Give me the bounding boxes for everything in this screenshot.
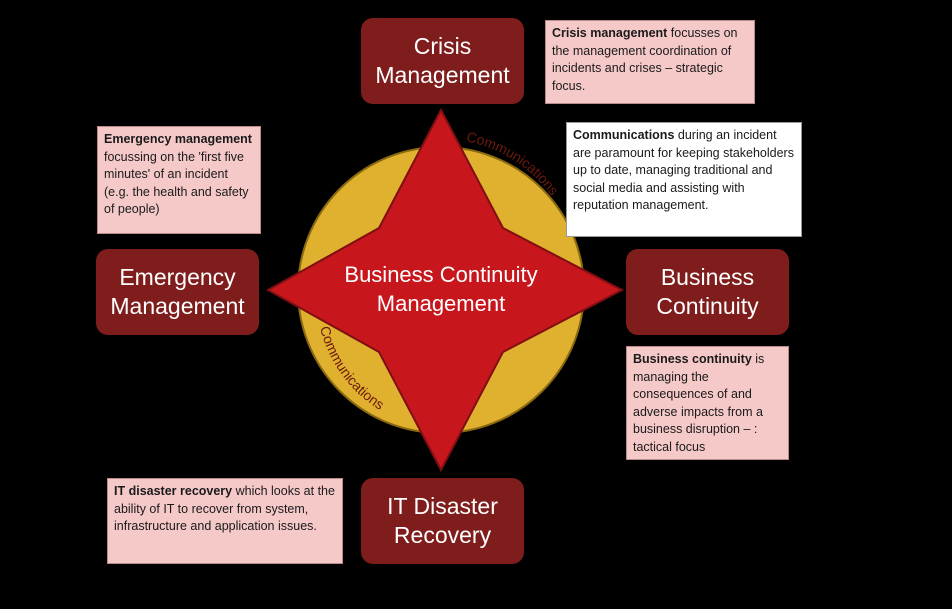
node-business-continuity: Business Continuity	[626, 249, 789, 335]
note-communications: Communications during an incident are pa…	[566, 122, 802, 237]
node-it-disaster-recovery-label: IT Disaster Recovery	[387, 493, 498, 548]
note-it-disaster-recovery-text: which looks at the ability of IT to reco…	[114, 484, 335, 533]
center-label-business-continuity-management: Business Continuity Management	[344, 262, 538, 316]
note-business-continuity-text: is managing the consequences of and adve…	[633, 352, 765, 454]
note-business-continuity-title: Business continuity	[633, 352, 752, 366]
node-it-disaster-recovery: IT Disaster Recovery	[361, 478, 524, 564]
node-emergency-management: Emergency Management	[96, 249, 259, 335]
compass-star	[265, 107, 625, 473]
note-emergency-management: Emergency management focussing on the 'f…	[97, 126, 261, 234]
note-crisis-management-text: focusses on the management coordination …	[552, 26, 738, 93]
note-communications-title: Communications	[573, 128, 675, 142]
note-emergency-management-title: Emergency management	[104, 132, 252, 146]
note-crisis-management-title: Crisis management	[552, 26, 668, 40]
note-emergency-management-text: focussing on the 'first five minutes' of…	[104, 149, 249, 217]
note-it-disaster-recovery: IT disaster recovery which looks at the …	[107, 478, 343, 564]
note-communications-text: during an incident are paramount for kee…	[573, 128, 794, 212]
node-emergency-management-label: Emergency Management	[110, 264, 245, 319]
node-crisis-management: Crisis Management	[361, 18, 524, 104]
note-crisis-management: Crisis management focusses on the manage…	[545, 20, 755, 104]
note-business-continuity: Business continuity is managing the cons…	[626, 346, 789, 460]
node-crisis-management-label: Crisis Management	[375, 33, 510, 88]
note-it-disaster-recovery-title: IT disaster recovery	[114, 484, 233, 498]
node-business-continuity-label: Business Continuity	[656, 264, 759, 319]
